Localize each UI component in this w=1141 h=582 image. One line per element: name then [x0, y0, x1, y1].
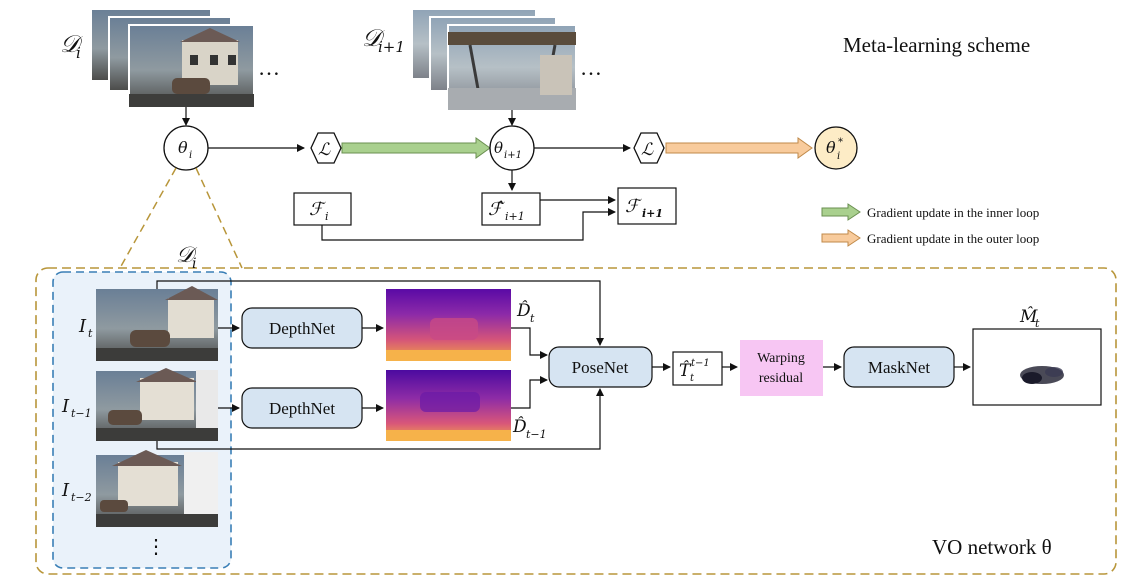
arrow-depth-t1-to-posenet	[511, 376, 548, 409]
depthnet-2-block: DepthNet	[241, 387, 363, 429]
svg-text:M̂: M̂	[1019, 307, 1038, 327]
svg-text:t−2: t−2	[71, 491, 92, 504]
dataset-di1-ellipsis: …	[580, 55, 602, 80]
svg-text:t: t	[690, 373, 695, 384]
svg-text:I: I	[61, 396, 70, 417]
zoom-line-right	[195, 167, 243, 269]
svg-text:MaskNet: MaskNet	[868, 358, 931, 377]
svg-text:DepthNet: DepthNet	[269, 319, 335, 338]
frame-it1	[96, 368, 218, 441]
svg-text:I: I	[61, 480, 70, 501]
svg-text:θ: θ	[494, 139, 503, 157]
svg-text:t: t	[88, 327, 93, 340]
svg-text:ℒ: ℒ	[318, 140, 331, 160]
svg-text:i+1: i+1	[642, 207, 663, 220]
svg-text:i: i	[76, 44, 81, 62]
frame-it2	[96, 450, 218, 527]
svg-text:D̂: D̂	[516, 301, 531, 321]
svg-text:i: i	[192, 256, 196, 272]
svg-text:t: t	[530, 312, 535, 325]
svg-text:i+1: i+1	[504, 150, 522, 161]
feature-fhat-box: ℱ̂ i+1	[481, 192, 541, 226]
masknet-block: MaskNet	[843, 346, 955, 388]
dataset-di-label: 𝒟 i	[60, 30, 84, 62]
depthnet-1-block: DepthNet	[241, 307, 363, 349]
frame-it1-label: I t−1	[61, 396, 92, 420]
vo-network-frame	[35, 267, 1117, 575]
vo-network-label: VO network θ	[932, 535, 1052, 559]
svg-text:θ: θ	[178, 138, 188, 157]
loss-node-1: ℒ	[310, 132, 342, 164]
svg-text:i: i	[325, 210, 329, 223]
theta-star-node: θ i *	[814, 126, 858, 170]
outer-loop-gradient-arrow	[665, 137, 813, 159]
svg-text:Warping: Warping	[757, 351, 805, 366]
page-title: Meta-learning scheme	[843, 33, 1030, 57]
dataset-di1-image-stack	[411, 8, 577, 111]
warping-residual-block: Warping residual	[740, 340, 823, 396]
arrow-it-to-posenet	[156, 280, 604, 346]
loss-node-2: ℒ	[633, 132, 665, 164]
svg-text:t−1: t−1	[526, 428, 547, 441]
svg-text:PoseNet: PoseNet	[572, 358, 629, 377]
mask-label: M̂ t	[1019, 307, 1040, 330]
svg-text:t: t	[1035, 317, 1040, 330]
svg-text:I: I	[78, 316, 87, 337]
svg-text:DepthNet: DepthNet	[269, 399, 335, 418]
svg-text:T̂: T̂	[679, 361, 692, 381]
svg-text:residual: residual	[759, 371, 803, 386]
zoom-line-left	[119, 167, 177, 269]
more-frames-ellipsis: ⋮	[146, 536, 166, 558]
dataset-di1-label: 𝒟 i+1	[362, 24, 405, 56]
inner-loop-gradient-arrow	[341, 137, 491, 159]
svg-text:ℱ: ℱ	[625, 196, 642, 217]
arrow-it1-to-posenet	[156, 388, 604, 450]
svg-text:D̂: D̂	[512, 417, 527, 437]
legend-inner-swatch	[821, 203, 861, 221]
legend-inner-label: Gradient update in the inner loop	[867, 205, 1039, 220]
depth-t1-label: D̂ t−1	[512, 417, 547, 441]
pose-output-box: T̂ t t−1	[672, 351, 723, 386]
feature-fi1-box: ℱ i+1	[617, 187, 677, 225]
svg-text:θ: θ	[826, 138, 836, 157]
depth-t-label: D̂ t	[516, 301, 535, 325]
depth-map-t1	[386, 370, 511, 441]
feature-fi-box: ℱ i	[293, 192, 352, 226]
svg-text:*: *	[838, 137, 843, 148]
frame-it-label: I t	[78, 316, 93, 340]
arrow-fi-to-fi1	[321, 208, 616, 241]
legend-outer-swatch	[821, 229, 861, 247]
svg-text:ℱ: ℱ	[309, 199, 326, 220]
mask-output	[972, 328, 1102, 406]
depth-map-t	[386, 289, 511, 361]
svg-text:𝒟: 𝒟	[176, 243, 198, 268]
legend-outer-label: Gradient update in the outer loop	[867, 231, 1039, 246]
svg-text:i+1: i+1	[505, 210, 525, 223]
svg-text:i+1: i+1	[378, 38, 405, 56]
posenet-block: PoseNet	[548, 346, 653, 388]
vo-dataset-label: 𝒟 i	[176, 243, 198, 272]
arrow-depth-t-to-posenet	[511, 327, 548, 359]
dataset-di-image-stack	[90, 8, 255, 108]
svg-text:t−1: t−1	[691, 358, 710, 369]
svg-text:i: i	[837, 151, 840, 162]
theta-i1-node: θ i+1	[489, 125, 535, 171]
frame-it	[96, 286, 218, 361]
svg-text:ℱ̂: ℱ̂	[488, 199, 505, 220]
legend: Gradient update in the inner loop Gradie…	[821, 203, 1039, 247]
svg-text:i: i	[189, 150, 192, 161]
dataset-di-ellipsis: …	[258, 55, 280, 80]
svg-text:ℒ: ℒ	[641, 140, 654, 160]
theta-i-node: θ i	[163, 125, 209, 171]
svg-text:t−1: t−1	[71, 407, 92, 420]
frame-it2-label: I t−2	[61, 480, 92, 504]
